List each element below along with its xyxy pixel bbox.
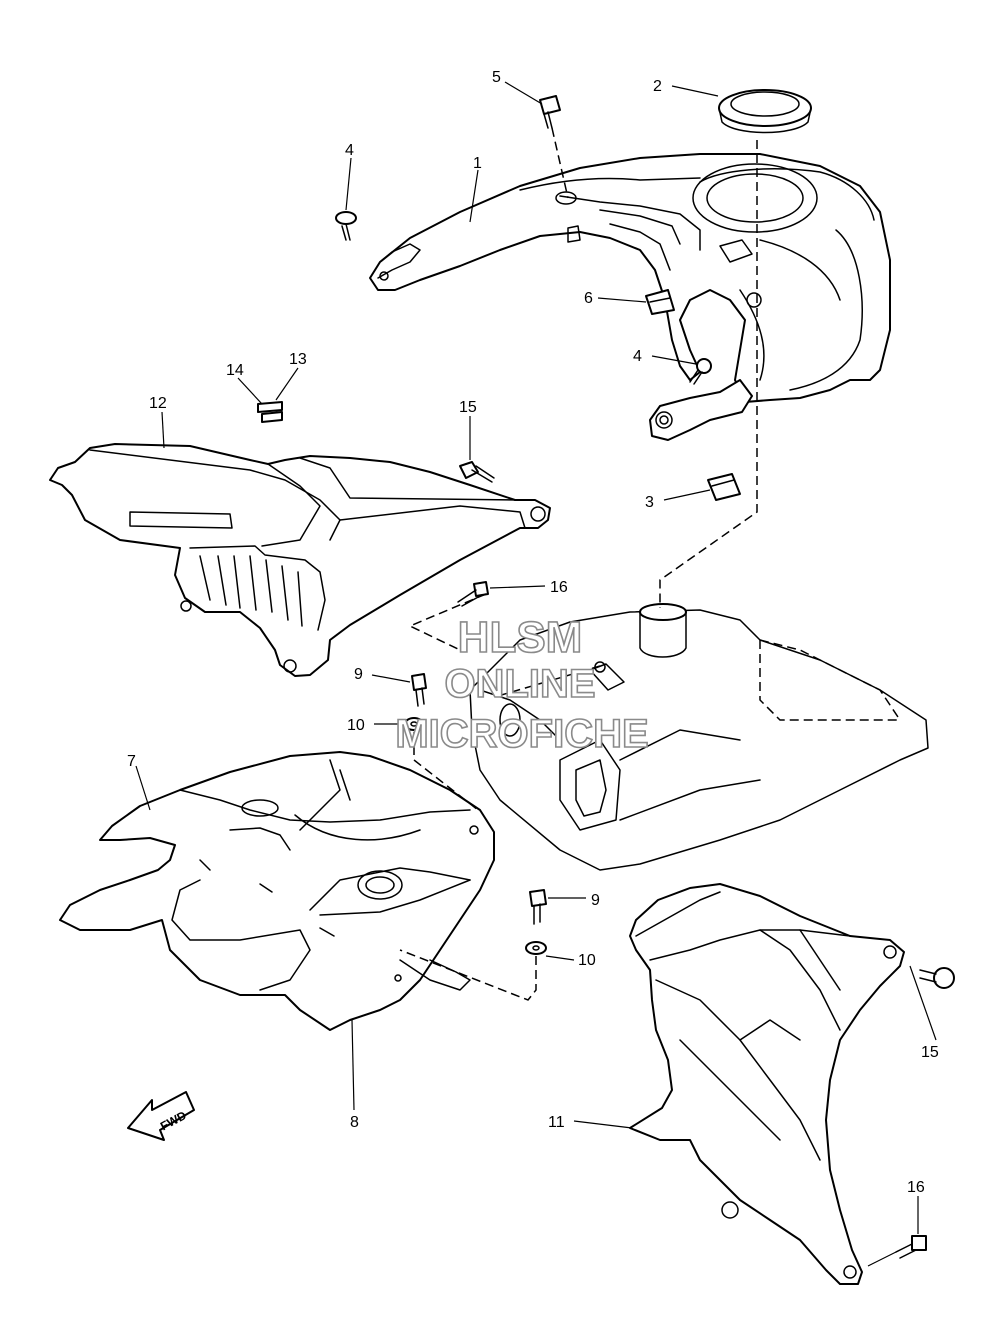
part-4-screw-right (689, 358, 712, 385)
part-10-washer-upper (404, 717, 424, 731)
leader-lines (135, 81, 937, 1267)
callout-5: 5 (492, 69, 501, 86)
part-16-bolt-right (895, 1235, 927, 1259)
part-1-tank-cover (369, 153, 891, 403)
part-10-washer-lower (525, 941, 547, 955)
callout-6: 6 (584, 290, 593, 307)
watermark-line-3: MICROFICHE (395, 712, 648, 756)
callout-15-lower: 15 (921, 1044, 939, 1061)
part-1-bracket (649, 379, 753, 441)
callout-16-lower: 16 (907, 1179, 925, 1196)
part-4-screw-left (335, 211, 357, 241)
callout-1: 1 (473, 155, 482, 172)
callout-2: 2 (653, 78, 662, 95)
callout-11: 11 (548, 1114, 565, 1131)
callout-16-upper: 16 (550, 579, 568, 596)
callout-8: 8 (350, 1114, 359, 1131)
callout-10-lower: 10 (578, 952, 596, 969)
hidden-alignment-lines (399, 127, 758, 1001)
part-5-bolt (539, 95, 561, 129)
part-12-side-cover (49, 443, 551, 677)
callout-4-upper: 4 (345, 142, 354, 159)
part-6-clip (645, 289, 675, 315)
part-2-grommet (718, 89, 812, 134)
callout-7: 7 (127, 753, 136, 770)
part-9-bolt-lower (529, 889, 547, 925)
part-3-clip (707, 473, 741, 501)
part-15-bolt-upper (459, 461, 495, 483)
fuel-tank (469, 603, 929, 871)
callout-labels: 1 2 3 4 4 5 6 7 8 9 9 10 10 11 12 13 14 … (127, 69, 939, 1196)
callout-3: 3 (645, 494, 654, 511)
callout-13: 13 (289, 351, 307, 368)
part-13-14-pads (257, 401, 283, 423)
callout-4-lower: 4 (633, 348, 642, 365)
part-9-bolt-upper (411, 673, 427, 707)
callout-9-upper: 9 (354, 666, 363, 683)
fwd-arrow-icon: FWD (127, 1091, 195, 1141)
callout-12: 12 (149, 395, 167, 412)
watermark-line-1: HLSM (458, 613, 583, 662)
callout-15-upper: 15 (459, 399, 477, 416)
callout-10-upper: 10 (347, 717, 365, 734)
callout-9-lower: 9 (591, 892, 600, 909)
part-7-side-panel (59, 751, 495, 1031)
watermark-line-2: ONLINE (444, 662, 595, 706)
part-11-side-cover (629, 883, 905, 1285)
part-15-bolt-right (919, 967, 955, 989)
watermark: HLSM ONLINE MICROFICHE (395, 612, 650, 757)
callout-14: 14 (226, 362, 244, 379)
part-16-bolt-middle (457, 581, 489, 607)
